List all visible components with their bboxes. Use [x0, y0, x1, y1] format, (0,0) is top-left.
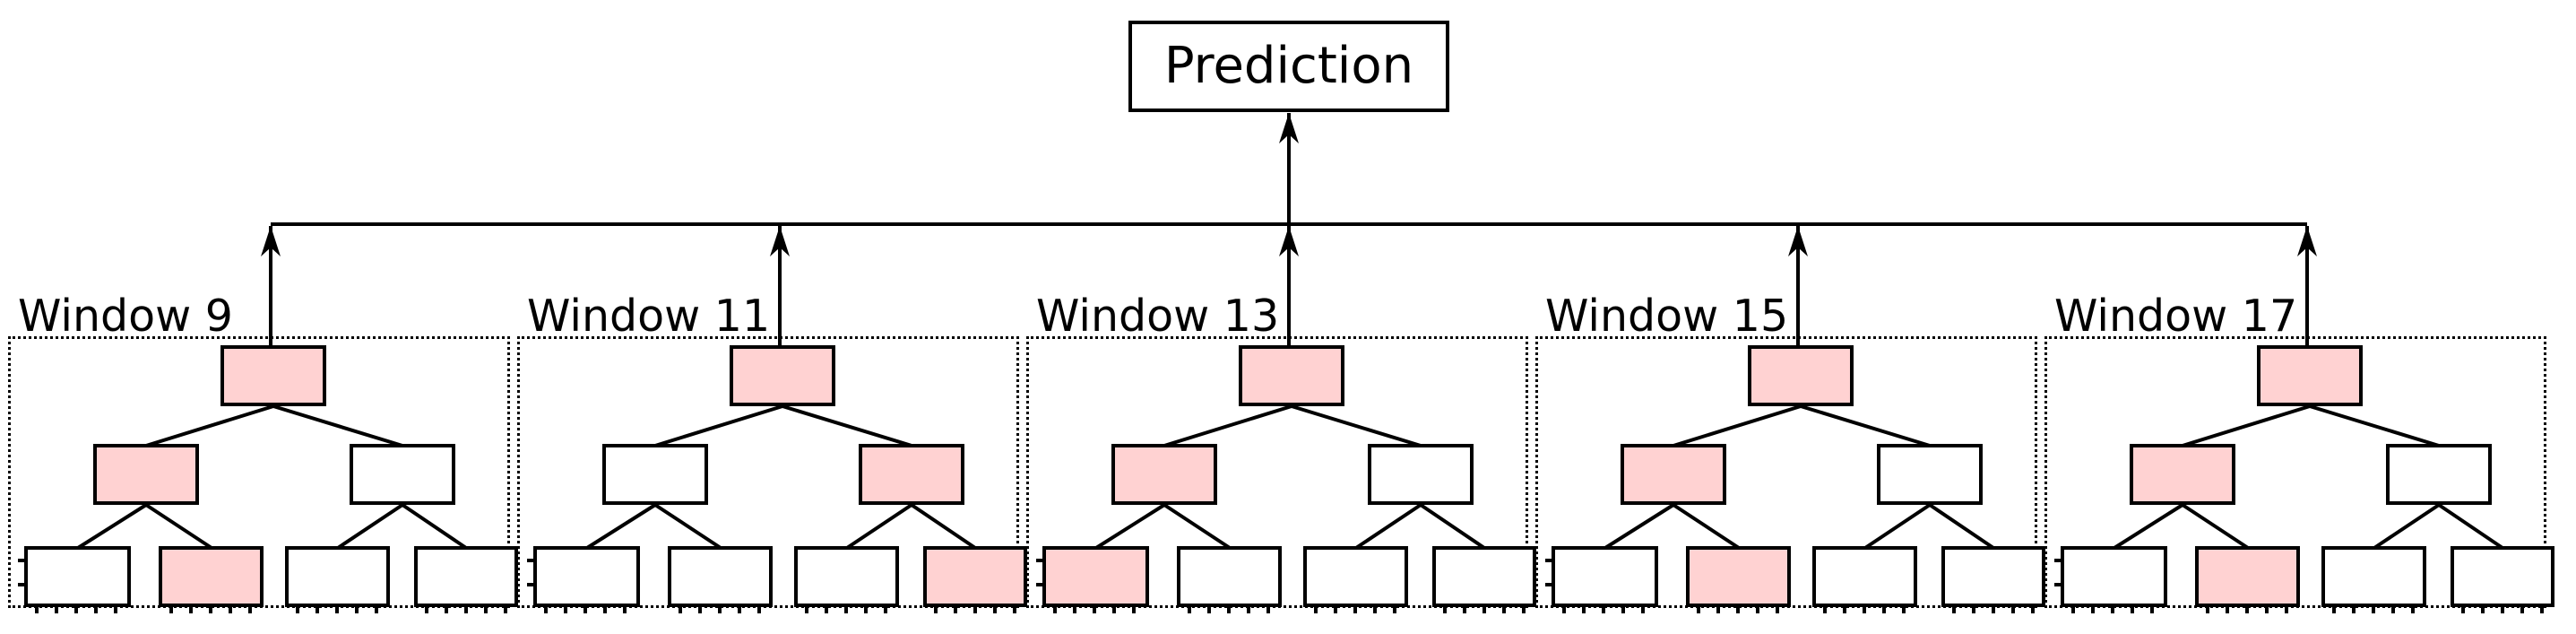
window-label: Window 9: [18, 291, 233, 342]
tree-edges: [2113, 404, 2504, 550]
tree-edge: [2182, 404, 2311, 447]
tree-edge: [1800, 404, 1931, 447]
tree-edge: [2373, 503, 2441, 550]
tree-node-mid-right: [1368, 444, 1474, 505]
tree-edge: [145, 404, 274, 447]
tree-node-leaf: [2321, 546, 2426, 613]
tree-edge: [1604, 503, 1675, 550]
window-panel: Window 15: [1535, 294, 2045, 613]
tree-node-mid-left: [2130, 444, 2235, 505]
tree-node-mid-right: [1877, 444, 1983, 505]
tree-node-mid-left: [1621, 444, 1726, 505]
tree-node-leaf: [1432, 546, 1536, 613]
tree-node-leaf: [1177, 546, 1282, 613]
window-label: Window 15: [1545, 291, 1789, 342]
tree-edge: [2437, 503, 2504, 550]
tree-edge: [144, 503, 213, 550]
tree-edge: [2181, 503, 2250, 550]
tree-node-mid-left: [93, 444, 199, 505]
tree-edges: [1094, 404, 1486, 550]
tree-node-leaf: [1812, 546, 1917, 613]
window-panel: Window 11: [517, 294, 1027, 613]
tree-node-leaf: [1303, 546, 1408, 613]
tree-edge: [1928, 503, 1995, 550]
tree-node-leaf: [2451, 546, 2554, 613]
window-label: Window 13: [1036, 291, 1280, 342]
tree-node-leaf: [527, 546, 640, 613]
tree-node-leaf: [668, 546, 773, 613]
tree-edge: [585, 503, 657, 550]
tree-node-leaf: [2054, 546, 2167, 613]
tree-edge: [401, 503, 468, 550]
tree-edge: [76, 503, 148, 550]
tree-edge: [1163, 503, 1232, 550]
tree-edge: [1673, 404, 1802, 447]
tree-node-leaf: [285, 546, 390, 613]
tree-edge: [910, 503, 977, 550]
tree-edge: [1863, 503, 1932, 550]
tree-node-mid-right: [859, 444, 964, 505]
tree-node-leaf: [794, 546, 899, 613]
tree-node-root: [2257, 345, 2363, 406]
tree-node-leaf: [1545, 546, 1658, 613]
tree-edge: [1291, 404, 1422, 447]
tree-node-leaf: [1036, 546, 1149, 613]
tree-node-leaf: [159, 546, 264, 613]
tree-edge: [782, 404, 912, 447]
tree-node-mid-left: [1111, 444, 1217, 505]
tree-edge: [653, 503, 722, 550]
tree-edges: [76, 404, 468, 550]
tree-node-leaf: [1941, 546, 2045, 613]
tree-node-leaf: [1686, 546, 1791, 613]
tree-node-leaf: [2195, 546, 2300, 613]
tree-edge: [336, 503, 404, 550]
tree-edges: [1604, 404, 1995, 550]
tree-node-leaf: [414, 546, 518, 613]
tree-edge: [272, 404, 403, 447]
tree-edge: [1354, 503, 1422, 550]
tree-node-mid-right: [350, 444, 455, 505]
tree-node-root: [1239, 345, 1344, 406]
tree-edges: [585, 404, 977, 550]
tree-edge: [845, 503, 913, 550]
tree-edge: [2309, 404, 2440, 447]
tree-node-root: [730, 345, 835, 406]
tree-node-mid-left: [602, 444, 708, 505]
tree-edge: [1672, 503, 1741, 550]
tree-node-root: [220, 345, 326, 406]
tree-edge: [1094, 503, 1166, 550]
tree-node-leaf: [18, 546, 131, 613]
tree-node-mid-right: [2386, 444, 2492, 505]
tree-edge: [1163, 404, 1292, 447]
tree-edge: [654, 404, 783, 447]
tree-node-leaf: [923, 546, 1027, 613]
window-label: Window 11: [527, 291, 771, 342]
prediction-box: Prediction: [1128, 21, 1449, 112]
tree-node-root: [1748, 345, 1854, 406]
tree-edge: [1419, 503, 1486, 550]
window-panel: Window 17: [2044, 294, 2554, 613]
tree-edge: [2113, 503, 2184, 550]
window-panel: Window 9: [8, 294, 518, 613]
window-panel: Window 13: [1026, 294, 1536, 613]
window-label: Window 17: [2054, 291, 2298, 342]
